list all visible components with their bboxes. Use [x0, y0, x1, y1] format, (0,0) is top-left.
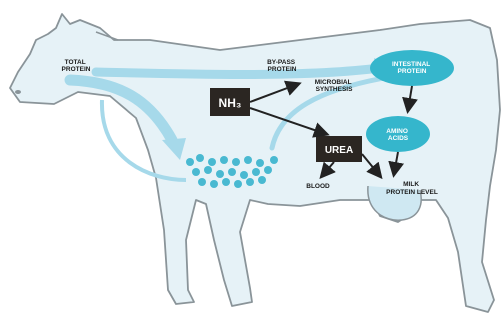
blood-label: BLOOD: [306, 183, 330, 190]
intestinal-protein-label: INTESTINAL PROTEIN: [392, 61, 432, 75]
nh3-label: NH₃: [219, 96, 242, 110]
bypass-protein-label: BY-PASS PROTEIN: [267, 59, 297, 73]
urea-label: UREA: [325, 145, 353, 156]
nostril: [15, 90, 21, 94]
microbial-synthesis-label: MICROBIAL SYNTHESIS: [315, 79, 354, 93]
amino-acids-label: AMINO ACIDS: [386, 128, 409, 142]
total-protein-label: TOTAL PROTEIN: [62, 59, 91, 73]
